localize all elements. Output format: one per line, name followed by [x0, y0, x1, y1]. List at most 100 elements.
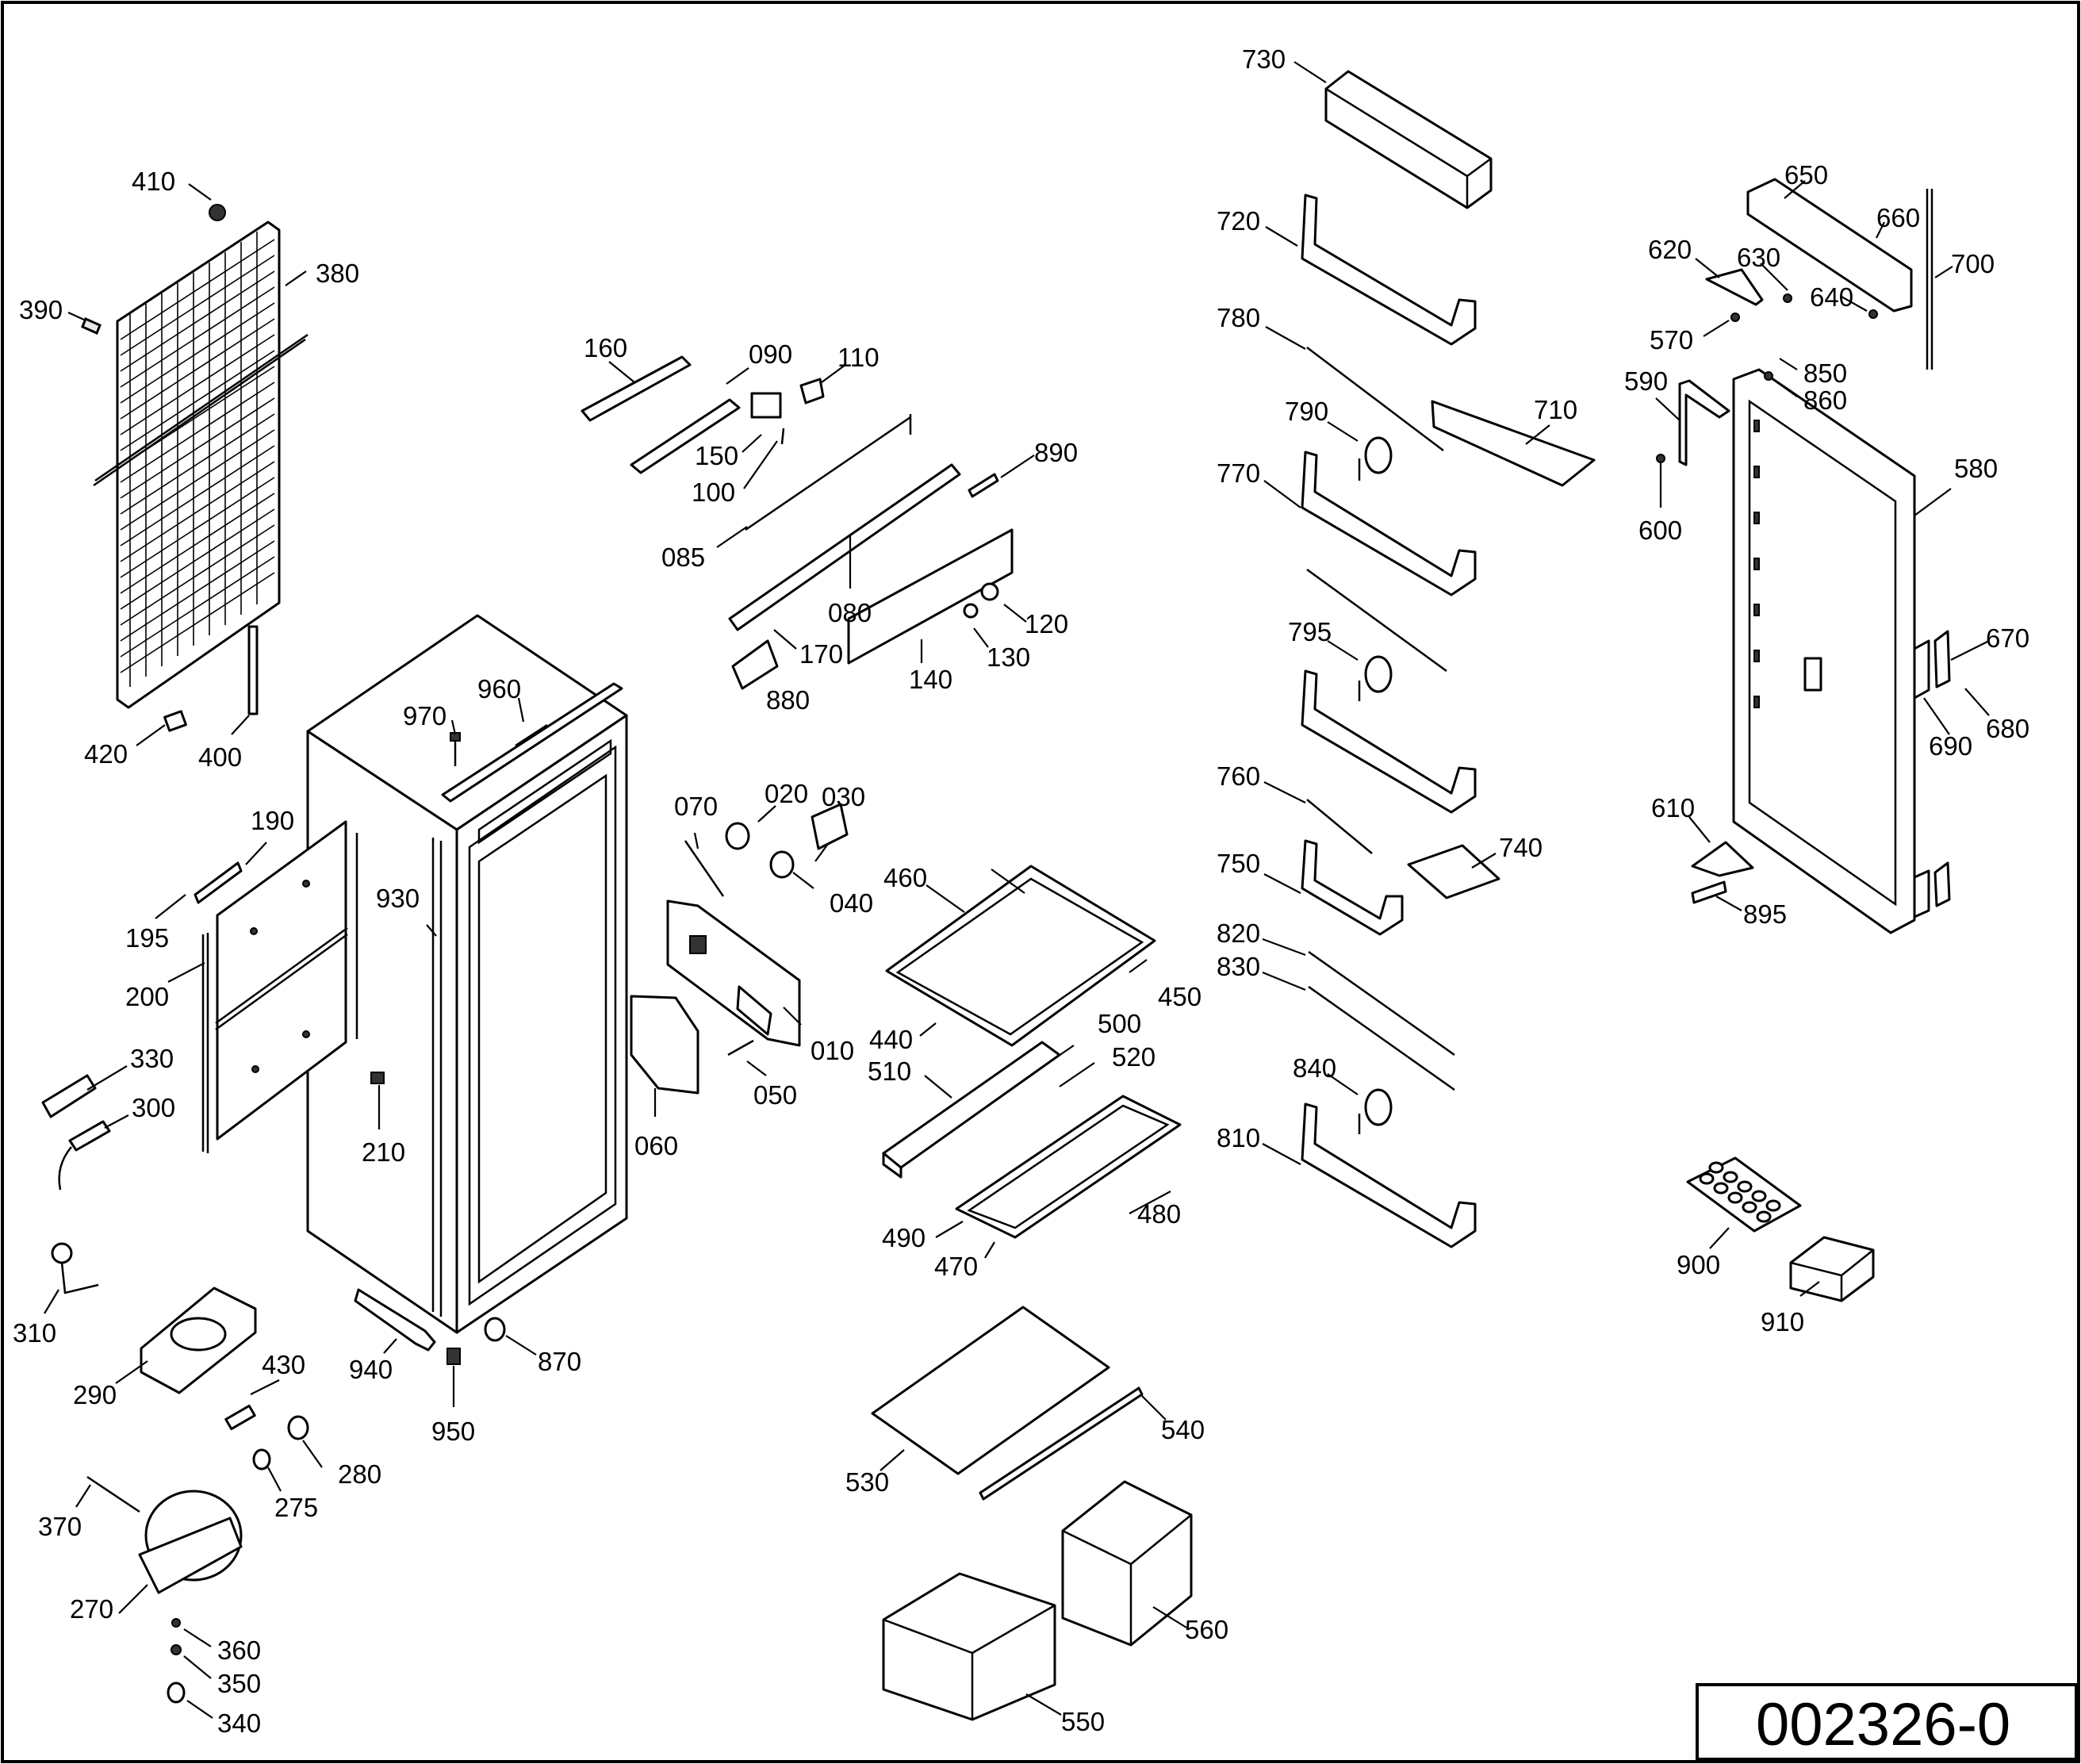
label-370: 370: [38, 1512, 82, 1541]
label-960: 960: [477, 674, 521, 704]
label-400: 400: [198, 742, 242, 772]
label-795: 795: [1288, 617, 1332, 646]
label-750: 750: [1217, 849, 1260, 878]
label-600: 600: [1638, 516, 1682, 545]
part-labels: 410 380 390 420 400 160 090 110 150 100 …: [13, 44, 2029, 1738]
compressor-group: [41, 1074, 309, 1704]
handle-690: [1913, 639, 1930, 700]
back-panel-190: [194, 820, 385, 1153]
control-housing-080: [581, 355, 1014, 690]
label-290: 290: [73, 1380, 117, 1409]
label-200: 200: [125, 982, 169, 1011]
lamp-housing-010: [630, 803, 849, 1095]
label-840: 840: [1293, 1053, 1336, 1083]
label-195: 195: [125, 923, 169, 953]
label-500: 500: [1098, 1009, 1141, 1038]
crisper-550: [882, 1572, 1056, 1721]
label-340: 340: [217, 1708, 261, 1738]
label-060: 060: [634, 1131, 678, 1160]
label-550: 550: [1061, 1707, 1105, 1736]
label-670: 670: [1986, 623, 2029, 653]
label-780: 780: [1217, 303, 1260, 332]
label-085: 085: [661, 543, 705, 572]
drawing-id-box: 002326-0: [1696, 1683, 2078, 1761]
door-shelf-730: [1324, 70, 1493, 209]
label-360: 360: [217, 1636, 261, 1665]
label-520: 520: [1112, 1042, 1155, 1072]
label-420: 420: [84, 739, 128, 769]
label-330: 330: [130, 1044, 174, 1073]
label-120: 120: [1025, 609, 1068, 638]
label-760: 760: [1217, 761, 1260, 791]
label-850: 850: [1803, 359, 1847, 388]
label-150: 150: [695, 441, 738, 470]
hinge-cover-590: [1678, 379, 1730, 466]
label-860: 860: [1803, 385, 1847, 415]
label-310: 310: [13, 1318, 56, 1348]
label-640: 640: [1810, 282, 1853, 312]
label-870: 870: [538, 1347, 581, 1376]
hinge-650: [1746, 178, 1913, 313]
label-160: 160: [584, 333, 627, 362]
egg-holder-790: [1358, 436, 1393, 481]
label-950: 950: [431, 1417, 475, 1446]
label-895: 895: [1743, 899, 1787, 929]
label-900: 900: [1677, 1250, 1720, 1279]
label-680: 680: [1986, 714, 2029, 743]
label-440: 440: [869, 1025, 913, 1054]
label-010: 010: [811, 1036, 854, 1065]
label-770: 770: [1217, 458, 1260, 488]
butter-box-910: [1789, 1236, 1875, 1302]
label-660: 660: [1876, 203, 1920, 232]
door-580: [1732, 368, 1916, 934]
label-270: 270: [70, 1594, 113, 1624]
label-100: 100: [692, 477, 735, 507]
label-170: 170: [799, 639, 843, 669]
door-balcony-795-shelf: [1301, 669, 1477, 814]
label-480: 480: [1137, 1199, 1181, 1229]
label-570: 570: [1650, 325, 1693, 355]
label-490: 490: [882, 1223, 926, 1252]
label-700: 700: [1951, 249, 1995, 278]
label-930: 930: [376, 884, 420, 913]
label-970: 970: [403, 701, 446, 731]
label-720: 720: [1217, 206, 1260, 236]
label-730: 730: [1242, 44, 1286, 74]
label-560: 560: [1185, 1615, 1228, 1644]
label-380: 380: [316, 259, 359, 288]
label-890: 890: [1034, 438, 1078, 467]
label-510: 510: [868, 1056, 911, 1086]
label-690: 690: [1929, 731, 1972, 761]
label-110: 110: [837, 343, 880, 372]
label-630: 630: [1737, 243, 1780, 272]
cabinet-930: [306, 614, 628, 1365]
label-540: 540: [1161, 1415, 1205, 1444]
label-350: 350: [217, 1669, 261, 1698]
label-880: 880: [766, 685, 810, 715]
label-070: 070: [674, 792, 718, 821]
label-830: 830: [1217, 952, 1260, 981]
label-040: 040: [830, 888, 873, 918]
door-balcony-770: [1301, 451, 1477, 596]
shelf-440: [885, 865, 1156, 1047]
condenser-380: [81, 204, 309, 732]
label-020: 020: [765, 779, 808, 808]
label-740: 740: [1499, 833, 1543, 862]
label-940: 940: [349, 1355, 393, 1384]
label-130: 130: [987, 642, 1030, 672]
label-650: 650: [1784, 160, 1828, 190]
label-820: 820: [1217, 918, 1260, 948]
egg-holder-795: [1358, 655, 1393, 701]
drawing-id: 002326-0: [1756, 1691, 2010, 1758]
cover-710: [1431, 400, 1596, 487]
label-410: 410: [132, 167, 175, 196]
crisper-560: [1061, 1480, 1193, 1647]
label-810: 810: [1217, 1123, 1260, 1152]
door-balcony-810: [1301, 1102, 1477, 1248]
label-590: 590: [1624, 366, 1668, 396]
door-balcony-720: [1301, 194, 1477, 346]
label-580: 580: [1954, 454, 1998, 483]
label-280: 280: [338, 1459, 381, 1489]
